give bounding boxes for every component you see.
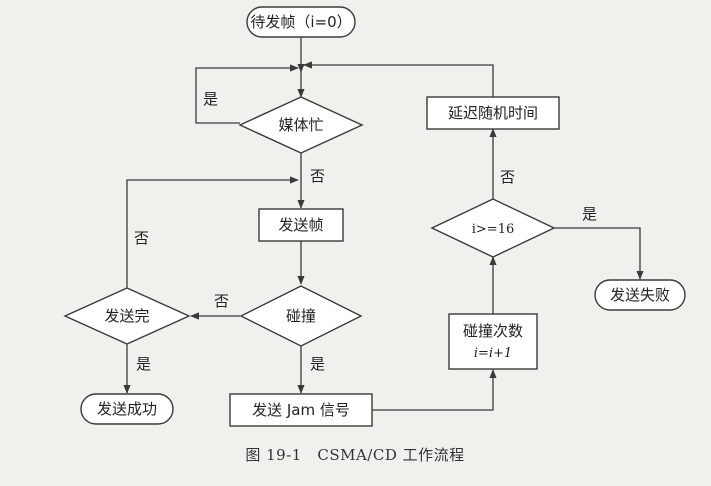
node-fail-label: 发送失败: [610, 286, 670, 304]
node-start-label: 待发帧（i=0）: [250, 13, 351, 31]
node-success-label: 发送成功: [97, 400, 157, 418]
figure-caption: 图 19-1 CSMA/CD 工作流程: [245, 446, 464, 464]
node-busy: [238, 96, 364, 154]
node-send-done-label: 发送完: [104, 307, 149, 325]
edge-send-done-no-loop: [126, 176, 299, 290]
label-limit-no: 否: [500, 168, 515, 186]
node-jam-label: 发送 Jam 信号: [252, 401, 350, 419]
node-limit-label: i>=16: [472, 222, 515, 237]
node-send-frame: [258, 208, 344, 242]
node-collision-label: 碰撞: [286, 307, 316, 325]
edge-jam-to-count: [372, 369, 497, 411]
label-busy-yes: 是: [203, 90, 218, 108]
edge-busy-yes-loop: [195, 64, 299, 124]
node-jam: [229, 393, 373, 427]
node-fail: [594, 279, 686, 311]
node-backoff-label: 延迟随机时间: [448, 104, 538, 122]
label-limit-yes: 是: [582, 205, 597, 223]
node-count-label-1: 碰撞次数: [463, 322, 523, 340]
node-count: [448, 313, 538, 370]
node-send-done: [63, 287, 191, 345]
label-collision-yes: 是: [310, 355, 325, 373]
edge-limit-yes: [554, 227, 644, 280]
node-busy-label: 媒体忙: [278, 116, 323, 134]
label-busy-no: 否: [310, 167, 325, 185]
edge-backoff-to-merge: [303, 61, 494, 97]
node-limit: [430, 198, 556, 258]
node-start: [246, 6, 356, 38]
label-send-done-no: 否: [134, 229, 149, 247]
node-success: [80, 393, 174, 425]
node-backoff: [426, 96, 560, 130]
label-send-done-yes: 是: [136, 355, 151, 373]
node-collision: [239, 285, 363, 347]
node-send-frame-label: 发送帧: [278, 216, 323, 234]
node-count-label-2: i=i+1: [474, 346, 512, 361]
label-collision-no: 否: [214, 292, 229, 310]
